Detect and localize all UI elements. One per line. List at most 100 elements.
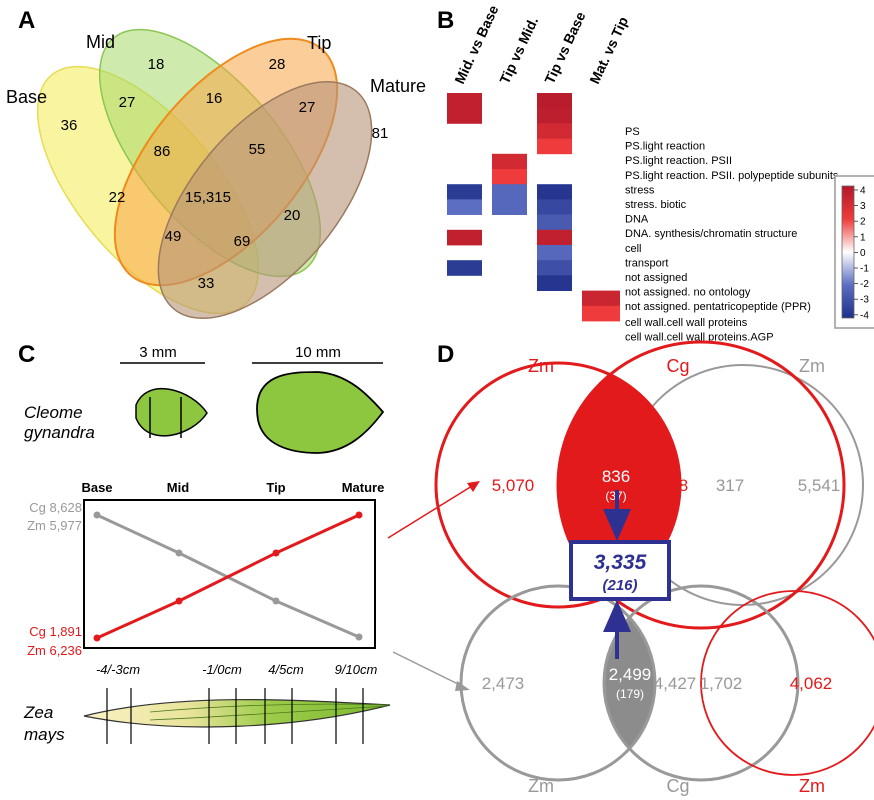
bottom-cg-zm2: 1,702	[700, 674, 743, 693]
venn-count-base-tip-mature: 49	[165, 228, 182, 245]
colorbar-tick-label: 4	[860, 186, 866, 197]
species-zm-line2: mays	[24, 725, 65, 744]
heatmap-row-label: PS	[625, 126, 640, 138]
red-trend-line	[96, 513, 360, 640]
heatmap-cell	[492, 153, 527, 170]
bottom-label-zm-left: Zm	[528, 776, 554, 796]
cleome-small-leaf	[135, 388, 208, 437]
heatmap-col-header: Mid. vs Base	[451, 2, 501, 86]
grey-point	[175, 549, 183, 557]
grey-point	[272, 597, 280, 605]
venn-label-tip: Tip	[307, 33, 331, 53]
colorbar-tick-label: -4	[860, 310, 869, 321]
venn-count-base-tip: 22	[109, 189, 126, 206]
maize-veins	[149, 703, 389, 721]
bottom-overlap-count: 2,499	[609, 665, 652, 684]
heatmap-cell	[537, 260, 572, 276]
heatmap-cell	[447, 229, 482, 246]
heatmap-cells	[447, 93, 620, 322]
venn-count-mid-tip: 16	[206, 90, 223, 107]
stage-labels: Base Mid Tip Mature	[81, 480, 384, 495]
venn-count-mid-only: 18	[148, 56, 165, 73]
heatmap-row-label: PS.light reaction. PSII	[625, 155, 732, 167]
heatmap-row-label: stress. biotic	[625, 199, 687, 211]
heatmap-cell	[537, 214, 572, 231]
heatmap-cell	[492, 169, 527, 185]
heatmap-row-label: cell	[625, 243, 642, 255]
bottom-venn-zm-right	[700, 590, 874, 776]
heatmap-col-header: Tip vs Base	[541, 9, 588, 86]
red-point	[93, 634, 101, 642]
colorbar-tick-label: -3	[860, 295, 869, 306]
left-bottom-zm: Zm 6,236	[27, 643, 82, 658]
venn-count-base-mature: 33	[198, 275, 215, 292]
heatmap-row-label: PS.light reaction. PSII. polypeptide sub…	[625, 170, 839, 182]
stage-label: Tip	[266, 480, 285, 495]
heatmap-col-header: Mat. vs Tip	[586, 14, 631, 86]
panel-letter-a: A	[18, 7, 35, 34]
venn-count-mid-tip-mature: 55	[249, 141, 266, 158]
top-venn-cg	[556, 340, 846, 630]
venn-label-base: Base	[6, 87, 47, 107]
top-cg-only: 738	[660, 476, 688, 495]
bottom-zm-only: 2,473	[482, 674, 525, 693]
heatmap-cell	[447, 108, 482, 124]
heatmap-row-label: DNA	[625, 214, 649, 226]
stage-label: Mid	[167, 480, 189, 495]
red-point	[175, 597, 183, 605]
heatmap-column-headers: Mid. vs Base Tip vs Mid. Tip vs Base Mat…	[451, 2, 631, 86]
panel-a-venn: A Base Mid Tip Mature 36 18 28 81 27 16 …	[6, 7, 426, 319]
panel-letter-c: C	[18, 341, 35, 368]
panel-letter-d: D	[437, 341, 454, 368]
heatmap-cell	[492, 199, 527, 215]
position-label: -4/-3cm	[96, 662, 140, 677]
position-label: 4/5cm	[268, 662, 304, 677]
scale-label-10mm: 10 mm	[295, 344, 341, 361]
top-zm2-only: 5,541	[798, 476, 841, 495]
heatmap-row-label: cell wall.cell wall proteins	[625, 317, 748, 329]
heatmap-cell	[537, 184, 572, 200]
venn-label-mature: Mature	[370, 76, 426, 96]
top-overlap-count: 836	[602, 467, 630, 486]
venn-count-mature-only: 81	[372, 125, 389, 142]
leaf-position-labels: -4/-3cm -1/0cm 4/5cm 9/10cm	[96, 662, 378, 677]
species-cg-line2: gynandra	[24, 423, 95, 442]
panel-b-heatmap: B Mid. vs Base Tip vs Mid. Tip vs Base M…	[437, 2, 874, 343]
position-label: 9/10cm	[335, 662, 378, 677]
bottom-venn-zm-left	[459, 584, 657, 782]
blue-arrow-bottom-head	[603, 600, 631, 632]
left-top-cg: Cg 8,628	[29, 500, 82, 515]
red-point	[272, 549, 280, 557]
venn-count-all: 15,315	[185, 189, 231, 206]
colorbar-tick-label: -1	[860, 264, 869, 275]
heatmap-row-label: not assigned	[625, 272, 687, 284]
red-point	[355, 511, 363, 519]
top-venn-zm-left	[434, 361, 682, 609]
heatmap-cell	[447, 184, 482, 200]
colorbar-tick-label: -2	[860, 279, 869, 290]
intersection-value: 3,335	[594, 551, 647, 574]
heatmap-cell	[582, 305, 620, 322]
venn-count-tip-only: 28	[269, 56, 286, 73]
bottom-zm2-only: 4,062	[790, 674, 833, 693]
blue-arrow-top-head	[603, 509, 631, 541]
grey-point	[355, 633, 363, 641]
bottom-label-cg: Cg	[666, 776, 689, 796]
top-label-cg: Cg	[666, 356, 689, 376]
venn-set-mature	[157, 81, 373, 319]
top-cg-zm2: 317	[716, 476, 744, 495]
heatmap-cell	[537, 199, 572, 215]
stage-label: Mature	[342, 480, 385, 495]
intersection-sub: (216)	[602, 577, 637, 594]
heatmap-cell	[537, 93, 572, 109]
colorbar-gradient	[841, 185, 855, 319]
heatmap-cell	[537, 245, 572, 261]
panel-d-overlaps: D Zm Cg Zm 5,070 836 (37) 738 317 5,541 …	[434, 340, 874, 796]
trend-endpoint-labels: Cg 8,628 Zm 5,977 Cg 1,891 Zm 6,236	[27, 500, 82, 658]
venn-label-mid: Mid	[86, 32, 115, 52]
heatmap-row-label: not assigned. no ontology	[625, 287, 751, 299]
species-cg-line1: Cleome	[24, 403, 83, 422]
venn-count-mid-mature: 20	[284, 207, 301, 224]
venn-count-base-mid-tip: 86	[154, 143, 171, 160]
